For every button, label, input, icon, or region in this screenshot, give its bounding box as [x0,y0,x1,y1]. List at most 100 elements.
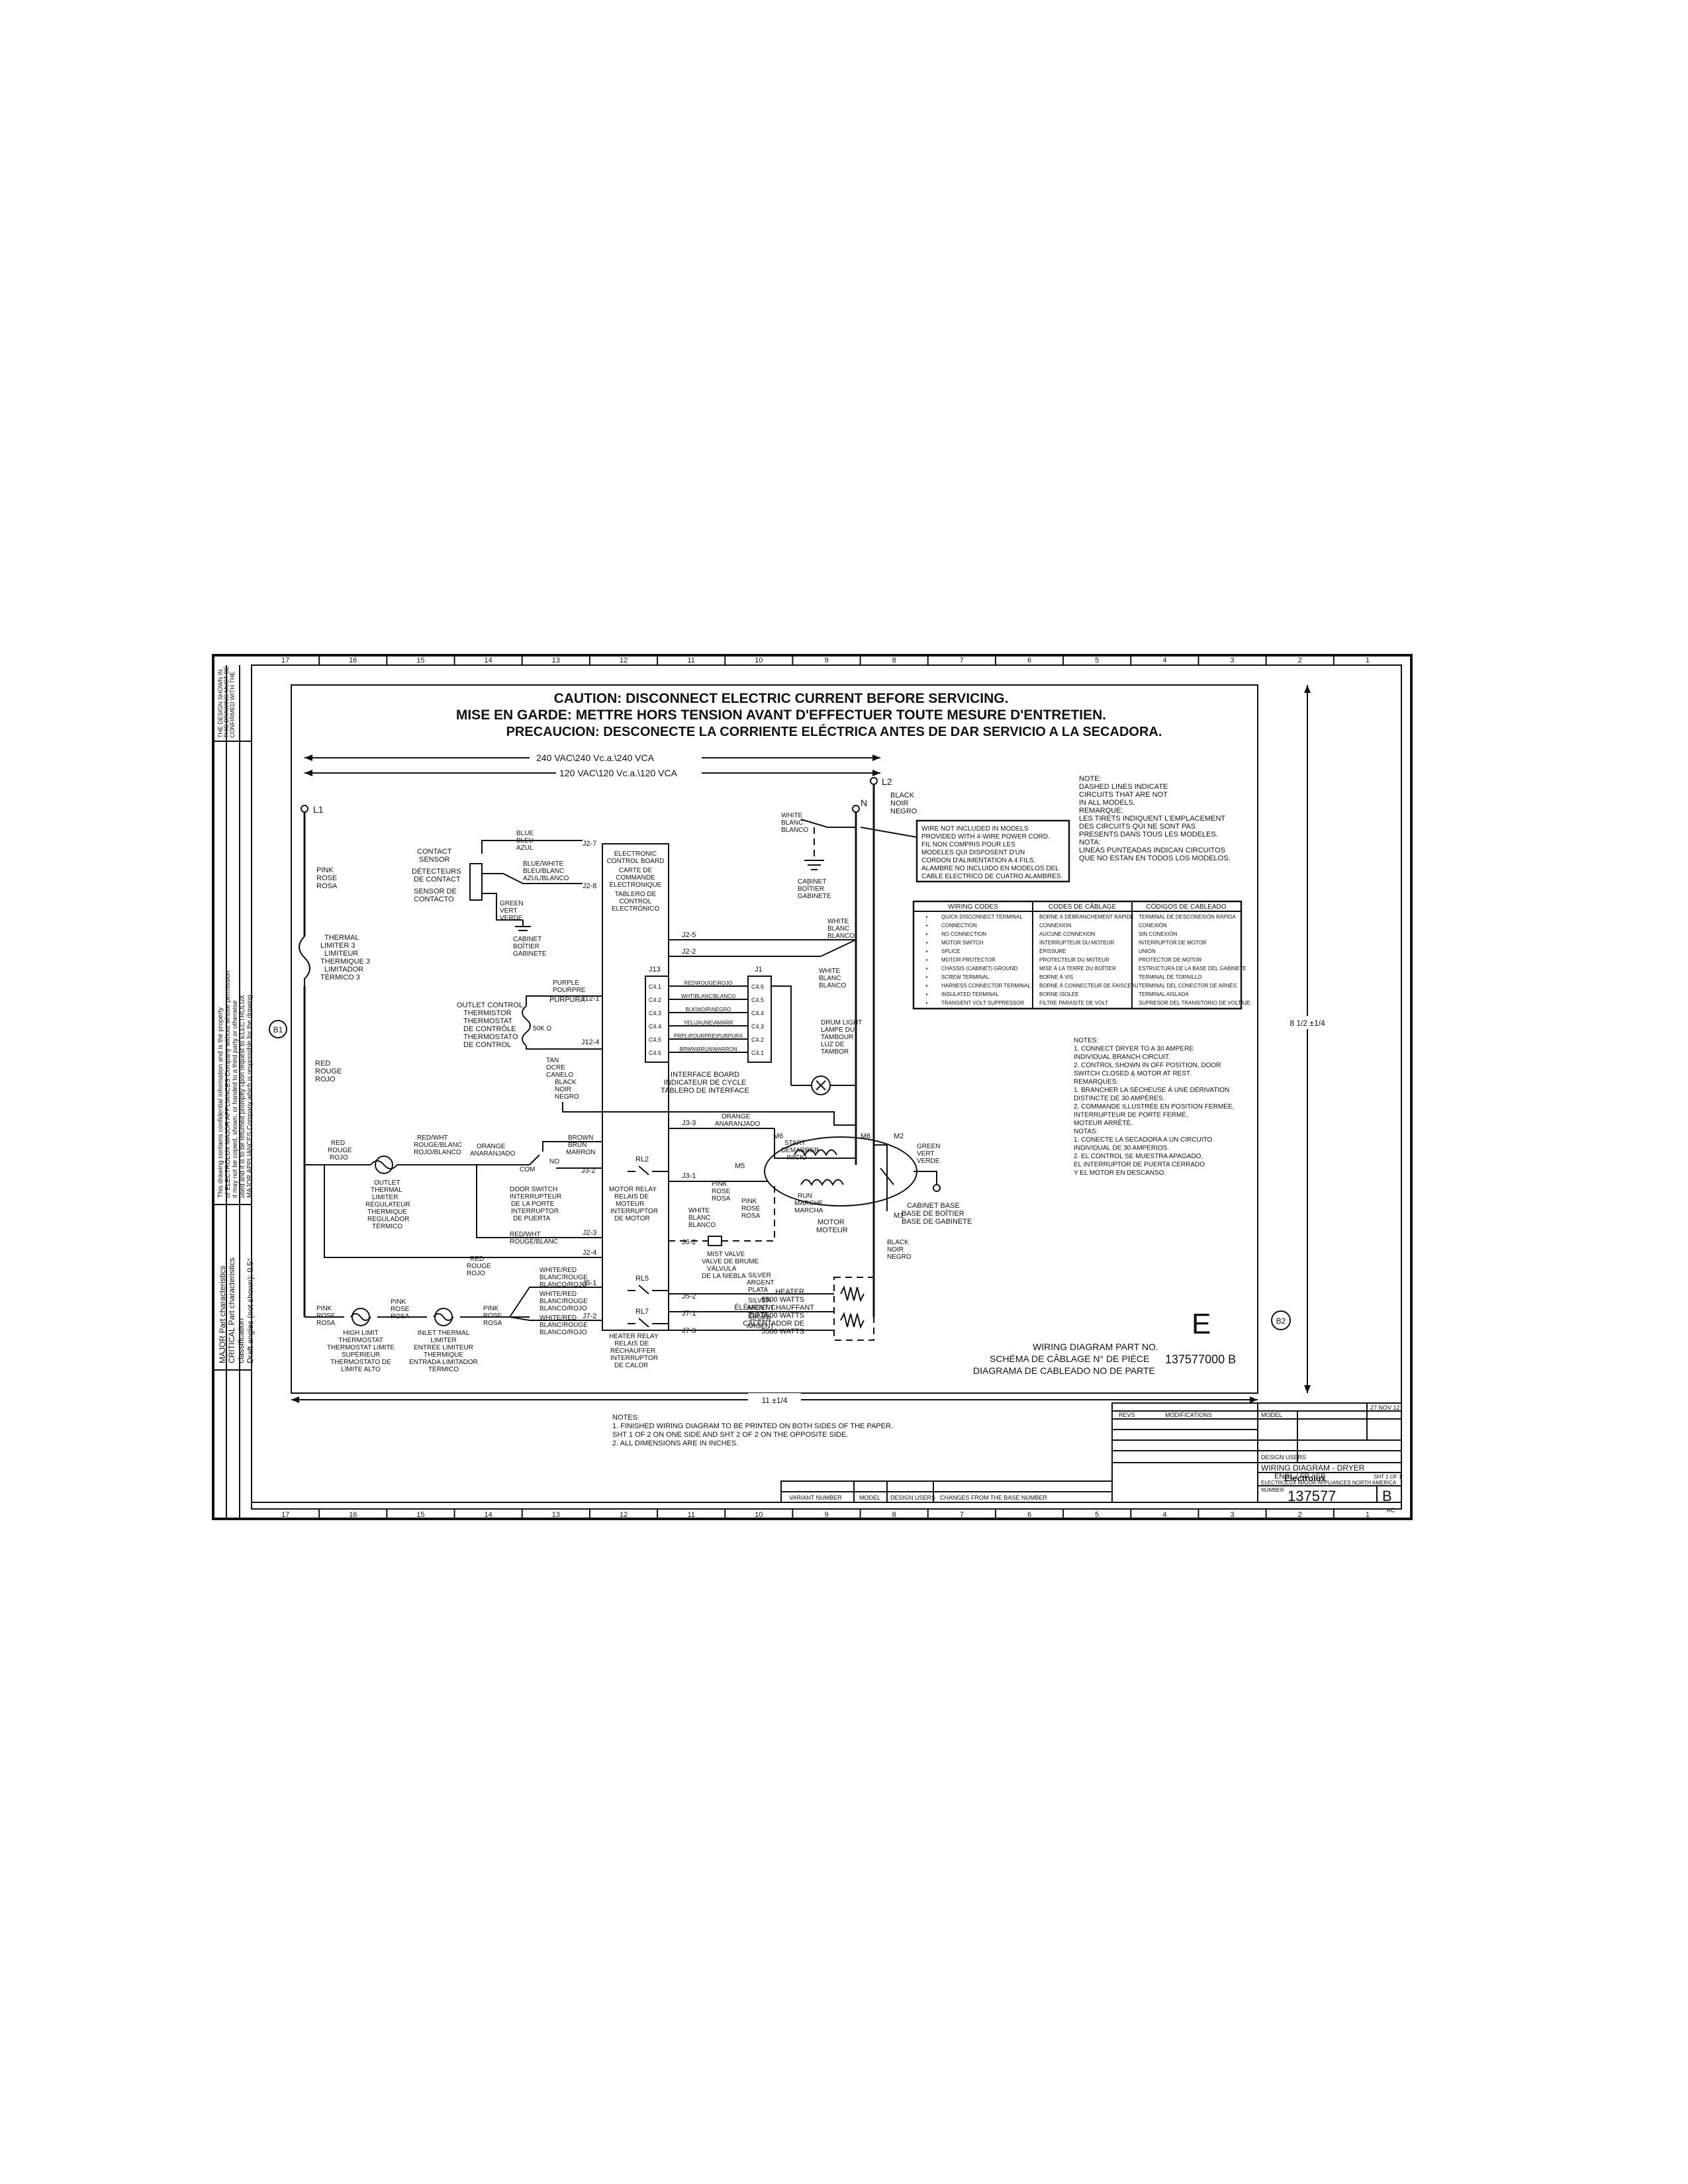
code-cell: SIN CONEXIÓN [1139,931,1177,937]
svg-text:PINK: PINK [316,866,334,874]
svg-text:ÉLECTRONIQUE: ÉLECTRONIQUE [610,880,662,889]
svg-text:ELECTRONIC: ELECTRONIC [614,850,657,858]
code-symbol: ▪ [926,923,928,929]
part-title-fr: SCHÉMA DE CÂBLAGE N° DE PIÈCE [990,1353,1149,1364]
code-cell: TRANSIENT VOLT SUPPRESSOR [941,1000,1025,1006]
svg-text:INDICATEUR DE CYCLE: INDICATEUR DE CYCLE [664,1079,746,1087]
svg-text:BLUE/WHITE: BLUE/WHITE [523,860,563,868]
svg-text:BASE DE GABINETE: BASE DE GABINETE [902,1218,972,1226]
notes-right: NOTES:1. CONNECT DRYER TO A 30 AMPERE IN… [1074,1037,1234,1177]
drum-light: DRUM LIGHT LAMPE DU TAMBOUR LUZ DE TAMBO… [771,985,862,1095]
svg-text:Draft angles (not shown): 0.5°: Draft angles (not shown): 0.5° [246,1258,255,1363]
dashed-note-line: IN ALL MODELS. [1079,799,1135,807]
svg-text:DE CALOR: DE CALOR [614,1362,648,1369]
svg-text:OCRE: OCRE [546,1064,565,1071]
svg-text:THERMOSTAT: THERMOSTAT [338,1337,383,1344]
svg-text:SHT 1 OF 1: SHT 1 OF 1 [1374,1474,1402,1480]
j13-pin: C4.4 [649,1023,661,1030]
notes-right-line: INDIVIDUAL DE 30 AMPERIOS. [1074,1145,1169,1152]
svg-text:THERMAL: THERMAL [324,934,359,942]
svg-text:OUTLET CONTROL: OUTLET CONTROL [457,1001,523,1009]
svg-text:HIGH LIMIT: HIGH LIMIT [343,1330,378,1337]
grid-col-bottom: 13 [552,1511,560,1519]
code-cell: BORNE À DÉBRANCHEMENT RAPIDE [1039,914,1134,920]
code-symbol: ▪ [926,914,928,920]
svg-text:ROSA: ROSA [316,1320,336,1327]
code-cell: BORNE À VIS [1039,974,1073,980]
code-cell: AUCUNE CONNEXION [1039,931,1096,937]
svg-text:ROSE: ROSE [483,1312,502,1320]
svg-text:BLUE: BLUE [516,830,534,837]
svg-text:WHITE/RED: WHITE/RED [539,1291,577,1298]
svg-text:J5-1: J5-1 [583,1279,596,1287]
svg-text:REGULADOR: REGULADOR [367,1216,409,1223]
svg-text:MIST VALVE: MIST VALVE [707,1251,745,1258]
high-limit-thermostat-symbol [352,1308,370,1326]
svg-text:DE LA PORTE: DE LA PORTE [511,1201,555,1208]
svg-text:RÉGULATEUR: RÉGULATEUR [365,1200,410,1208]
svg-text:27 NOV 12: 27 NOV 12 [1370,1404,1400,1411]
outlet-control-thermistor: OUTLET CONTROL THERMISTOR THERMOSTAT DE … [457,979,602,1079]
dashed-note-line: LES TIRETS INDIQUENT L'EMPLACEMENT [1079,815,1225,823]
svg-text:BLEU: BLEU [516,837,534,844]
svg-text:ROJO: ROJO [315,1075,336,1083]
svg-text:VALVE DE BRUME: VALVE DE BRUME [702,1258,759,1265]
svg-text:J2-7: J2-7 [583,840,596,848]
code-cell: CHASSIS (CABINET) GROUND [941,966,1017,972]
svg-text:BLANCO: BLANCO [688,1222,716,1229]
notes-right-line: INDIVIDUAL BRANCH CIRCUIT. [1074,1054,1170,1061]
voltage-120: 120 VAC\120 Vc.a.\120 VCA [559,768,678,778]
svg-text:OUTLET: OUTLET [374,1179,400,1187]
svg-text:RL2: RL2 [635,1156,649,1163]
code-symbol: ▪ [926,991,928,997]
outlet-thermal-limiter-label: OUTLET THERMAL LIMITER RÉGULATEUR THERMI… [365,1179,410,1230]
svg-text:DE MOTOR: DE MOTOR [614,1215,650,1222]
svg-text:ROJO: ROJO [330,1154,348,1161]
svg-text:MODEL: MODEL [1261,1412,1282,1418]
svg-text:ROSE: ROSE [316,1312,336,1320]
svg-text:CONFIRMED WITH THE: CONFIRMED WITH THE [229,672,236,738]
drawing-revision: B [1382,1488,1392,1504]
svg-text:ENTRÉE LIMITEUR: ENTRÉE LIMITEUR [414,1343,473,1351]
grid-col-bottom: 11 [687,1511,694,1519]
svg-text:BLANCO/ROJO: BLANCO/ROJO [539,1281,587,1289]
svg-text:BLANC: BLANC [819,975,841,982]
svg-text:CARTE DE: CARTE DE [619,867,653,874]
svg-text:ORANGE: ORANGE [722,1113,751,1120]
grid-col-bottom: 8 [892,1511,896,1519]
svg-text:RUN: RUN [798,1193,812,1200]
svg-text:MAJOR APPLIANCES Company which: MAJOR APPLIANCES Company which is respon… [246,993,254,1198]
outlet-thermal-limiter-symbol [375,1156,393,1174]
j1-pin: C4.1 [751,1050,764,1056]
wire-note-line: CABLE ELECTRICO DE CUATRO ALAMBRES. [921,873,1062,880]
wire-note-line: CORDON D'ALIMENTATION A 4 FILS. [921,857,1035,864]
svg-text:it may not be copied, shown, o: it may not be copied, shown, or handed t… [232,1000,239,1198]
code-cell: INTERRUPTEUR DU MOTEUR [1039,940,1115,946]
outer-border [212,654,1413,1520]
svg-text:VÁLVULA: VÁLVULA [707,1264,737,1273]
svg-text:J3-1: J3-1 [682,1172,696,1180]
code-cell: CONEXIÓN [1139,923,1167,929]
svg-text:BLACK: BLACK [890,792,915,799]
svg-text:ELECTROLUX MAJOR APPLIANCES NO: ELECTROLUX MAJOR APPLIANCES NORTH AMERIC… [1261,1480,1397,1486]
dashed-note-line: CIRCUITS THAT ARE NOT [1079,791,1168,799]
svg-text:PINK: PINK [316,1305,332,1312]
svg-text:THERMIQUE: THERMIQUE [367,1208,407,1216]
code-cell: HARNESS CONNECTOR TERMINAL [941,983,1031,989]
inlet-thermal-limiter-symbol [434,1308,453,1326]
svg-text:ROUGE: ROUGE [315,1068,342,1075]
svg-text:DE 5500 WATTS: DE 5500 WATTS [749,1312,804,1320]
svg-text:TÉRMICO: TÉRMICO [372,1222,402,1230]
j13-connector [645,976,669,1063]
line-l1: L1 [313,804,324,815]
svg-text:INTERRUPTOR: INTERRUPTOR [610,1355,658,1362]
grid-col-top: 9 [824,657,828,664]
svg-text:THERMIQUE: THERMIQUE [424,1351,463,1359]
interface-board-rows: C4.1RED\ROUGE\ROJOC4.6C4.2WHT\BLANC\BLAN… [649,980,764,1056]
interface-wire-color: RED\ROUGE\ROJO [684,980,733,986]
code-cell: BORNE À CONNECTEUR DE FAISCEAU [1039,983,1139,989]
dashed-note-line: PRESENTS DANS TOUS LES MODELES. [1079,831,1218,839]
dashed-note-line: LINEAS PUNTEADAS INDICAN CIRCUITOS [1079,846,1225,854]
